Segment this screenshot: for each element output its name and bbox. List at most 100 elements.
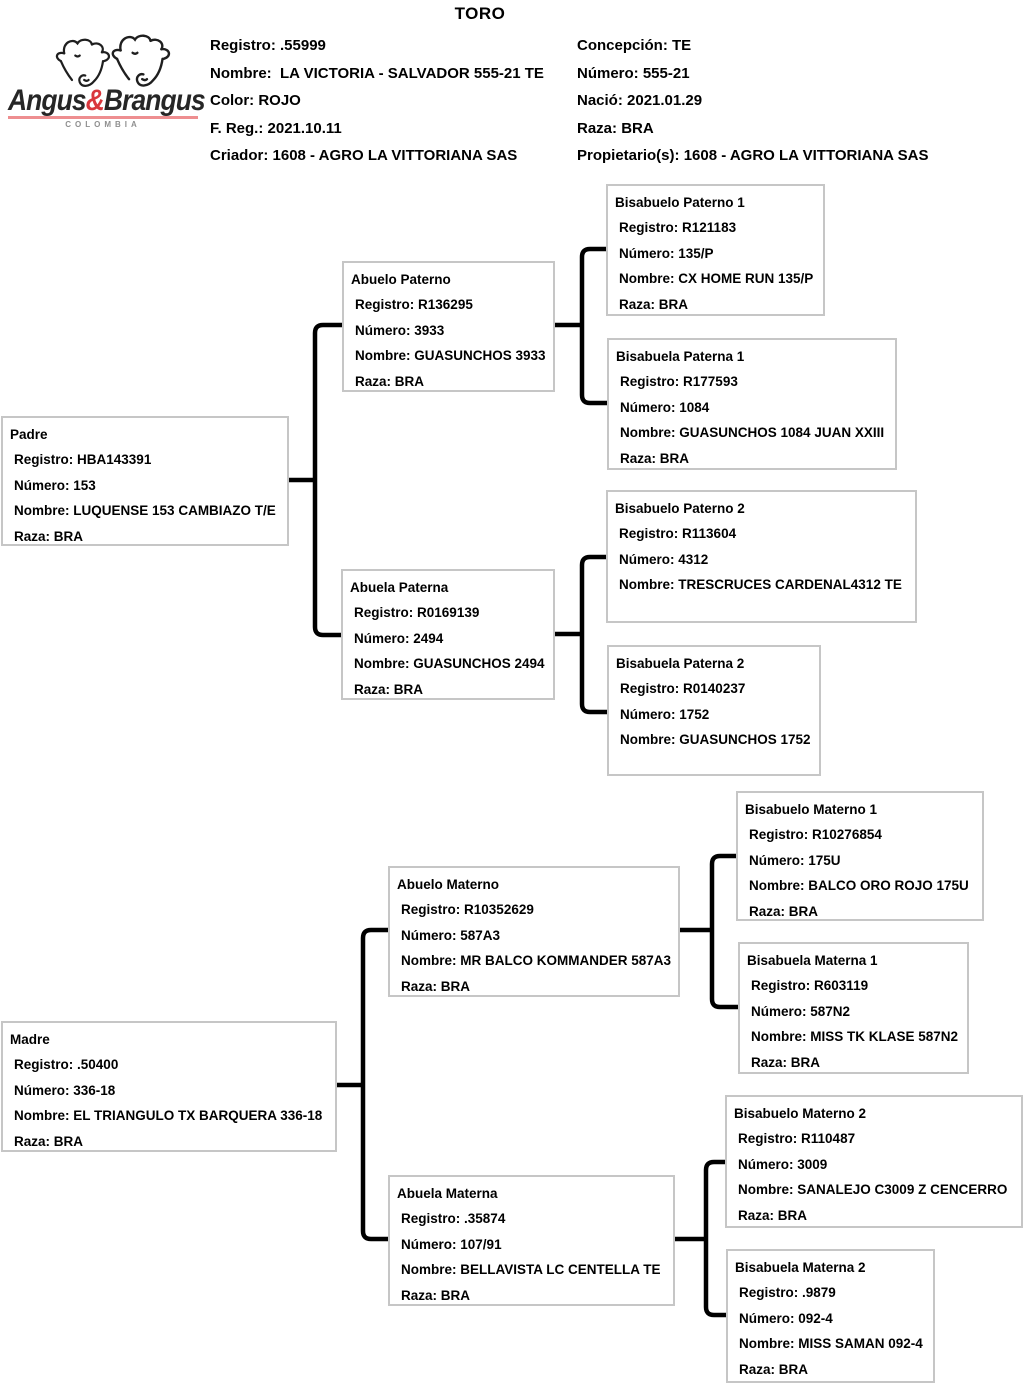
field-value: 1608 - AGRO LA VITTORIANA SAS [272,147,518,164]
field-label: Número: [401,927,457,943]
field-label: Raza: [577,119,618,137]
field-value: MR BALCO KOMMANDER 587A3 [460,953,672,969]
field-value: R177593 [683,374,738,389]
field-value: LUQUENSE 153 CAMBIAZO T/E [73,503,276,519]
field-label: Registro: [739,1285,799,1300]
node-row: Registro: R136295 [351,292,546,318]
field-value: SANALEJO C3009 Z CENCERRO [797,1182,1008,1198]
node-row: Raza: BRA [615,292,816,318]
pedigree-node-title: Bisabuela Paterna 1 [616,349,745,364]
node-row: Raza: BRA [747,1050,960,1076]
node-row: Número: 4312 [615,547,908,573]
field-label: Número: [619,551,675,567]
field-label: Número: [619,245,675,261]
field-value: HBA143391 [77,452,152,467]
field-value: BRA [777,1207,808,1223]
field-value: MISS SAMAN 092-4 [798,1336,923,1352]
node-row: Nombre: MR BALCO KOMMANDER 587A3 [397,948,671,974]
field-label: Número: [751,1003,807,1019]
node-row: Raza: BRA [397,974,671,1000]
pedigree-node-title: Bisabuela Paterna 2 [616,656,745,671]
field-value: GUASUNCHOS 1752 [679,732,811,748]
node-row: Nombre: MISS SAMAN 092-4 [735,1331,926,1357]
field-value: BRA [393,681,424,697]
angus-brangus-logo: Angus&Brangus COLOMBIA [8,34,206,136]
field-value: 336-18 [73,1082,116,1098]
field-value: BRA [659,450,690,466]
field-value: R121183 [682,220,737,235]
node-row: Nombre: TRESCRUCES CARDENAL4312 TE [615,572,908,598]
field-label: Nombre: [14,1108,70,1124]
field-value: BRA [778,1361,809,1377]
node-row: Registro: R177593 [616,369,888,395]
node-row: Nombre: LUQUENSE 153 CAMBIAZO T/E [10,498,280,524]
node-row: Nombre: MISS TK KLASE 587N2 [747,1024,960,1050]
field-label: Registro: [620,681,680,696]
field-label: Número: [738,1156,794,1172]
logo-ampersand: & [85,84,105,117]
field-value: GUASUNCHOS 3933 [414,348,546,364]
field-label: Nombre: [620,732,676,748]
field-value: 175U [808,852,841,868]
node-row: Número: 092-4 [735,1306,926,1332]
node-row: Número: 587N2 [747,999,960,1025]
node-row: Raza: BRA [397,1283,666,1309]
pedigree-node-title: Madre [10,1032,50,1047]
field-label: Registro: [619,220,679,235]
pedigree-node-title: Padre [10,427,48,442]
field-value: BRA [394,373,425,389]
connector-abuela-materna-branch [675,1159,727,1318]
node-row: Nombre: EL TRIANGULO TX BARQUERA 336-18 [10,1103,328,1129]
node-row: Número: 1752 [616,702,812,728]
field-value: 1752 [679,706,710,722]
node-row: Número: 1084 [616,395,888,421]
node-row: Nombre: GUASUNCHOS 1752 [616,727,812,753]
node-row: Registro: .50400 [10,1052,328,1078]
connector-madre-branch [337,927,389,1242]
field-label: Nombre: [354,656,410,672]
field-label: Registro: [401,902,461,917]
node-row: Registro: R113604 [615,521,908,547]
field-value: 555-21 [642,64,690,82]
header-row: Registro: .55999 [210,32,544,60]
field-label: Nombre: [355,348,411,364]
field-label: Nombre: [749,878,805,894]
field-label: Criador: [210,147,269,164]
logo-wordmark: Angus&Brangus [8,84,206,117]
field-label: Nombre: [401,1262,457,1278]
field-label: Registro: [738,1131,798,1146]
field-label: Número: [620,399,676,415]
field-label: Número: [354,630,410,646]
header-row: Nació: 2021.01.29 [577,87,928,115]
field-label: Raza: [401,1287,438,1303]
node-row: Nombre: BALCO ORO ROJO 175U [745,873,975,899]
field-label: Registro: [749,827,809,842]
node-row: Registro: R0169139 [350,600,546,626]
node-row: Raza: BRA [745,899,975,925]
field-value: BRA [53,1133,84,1149]
field-value: TRESCRUCES CARDENAL4312 TE [678,577,902,593]
field-value: .9879 [802,1285,836,1300]
node-row: Raza: BRA [616,446,888,472]
field-label: Registro: [619,526,679,541]
field-label: Nombre: [401,953,457,969]
header-row: Número: 555-21 [577,60,928,88]
node-row: Número: 135/P [615,241,816,267]
pedigree-node-title: Bisabuelo Materno 1 [745,802,878,817]
pedigree-node-title: Abuelo Paterno [351,272,451,287]
pedigree-node-title: Bisabuelo Materno 2 [734,1106,867,1121]
node-row: Raza: BRA [735,1357,926,1383]
header-row: Criador: 1608 - AGRO LA VITTORIANA SAS [210,142,544,170]
field-value: .55999 [280,37,326,54]
field-value: 1084 [679,399,710,415]
node-row: Número: 175U [745,848,975,874]
field-value: R603119 [814,978,869,993]
